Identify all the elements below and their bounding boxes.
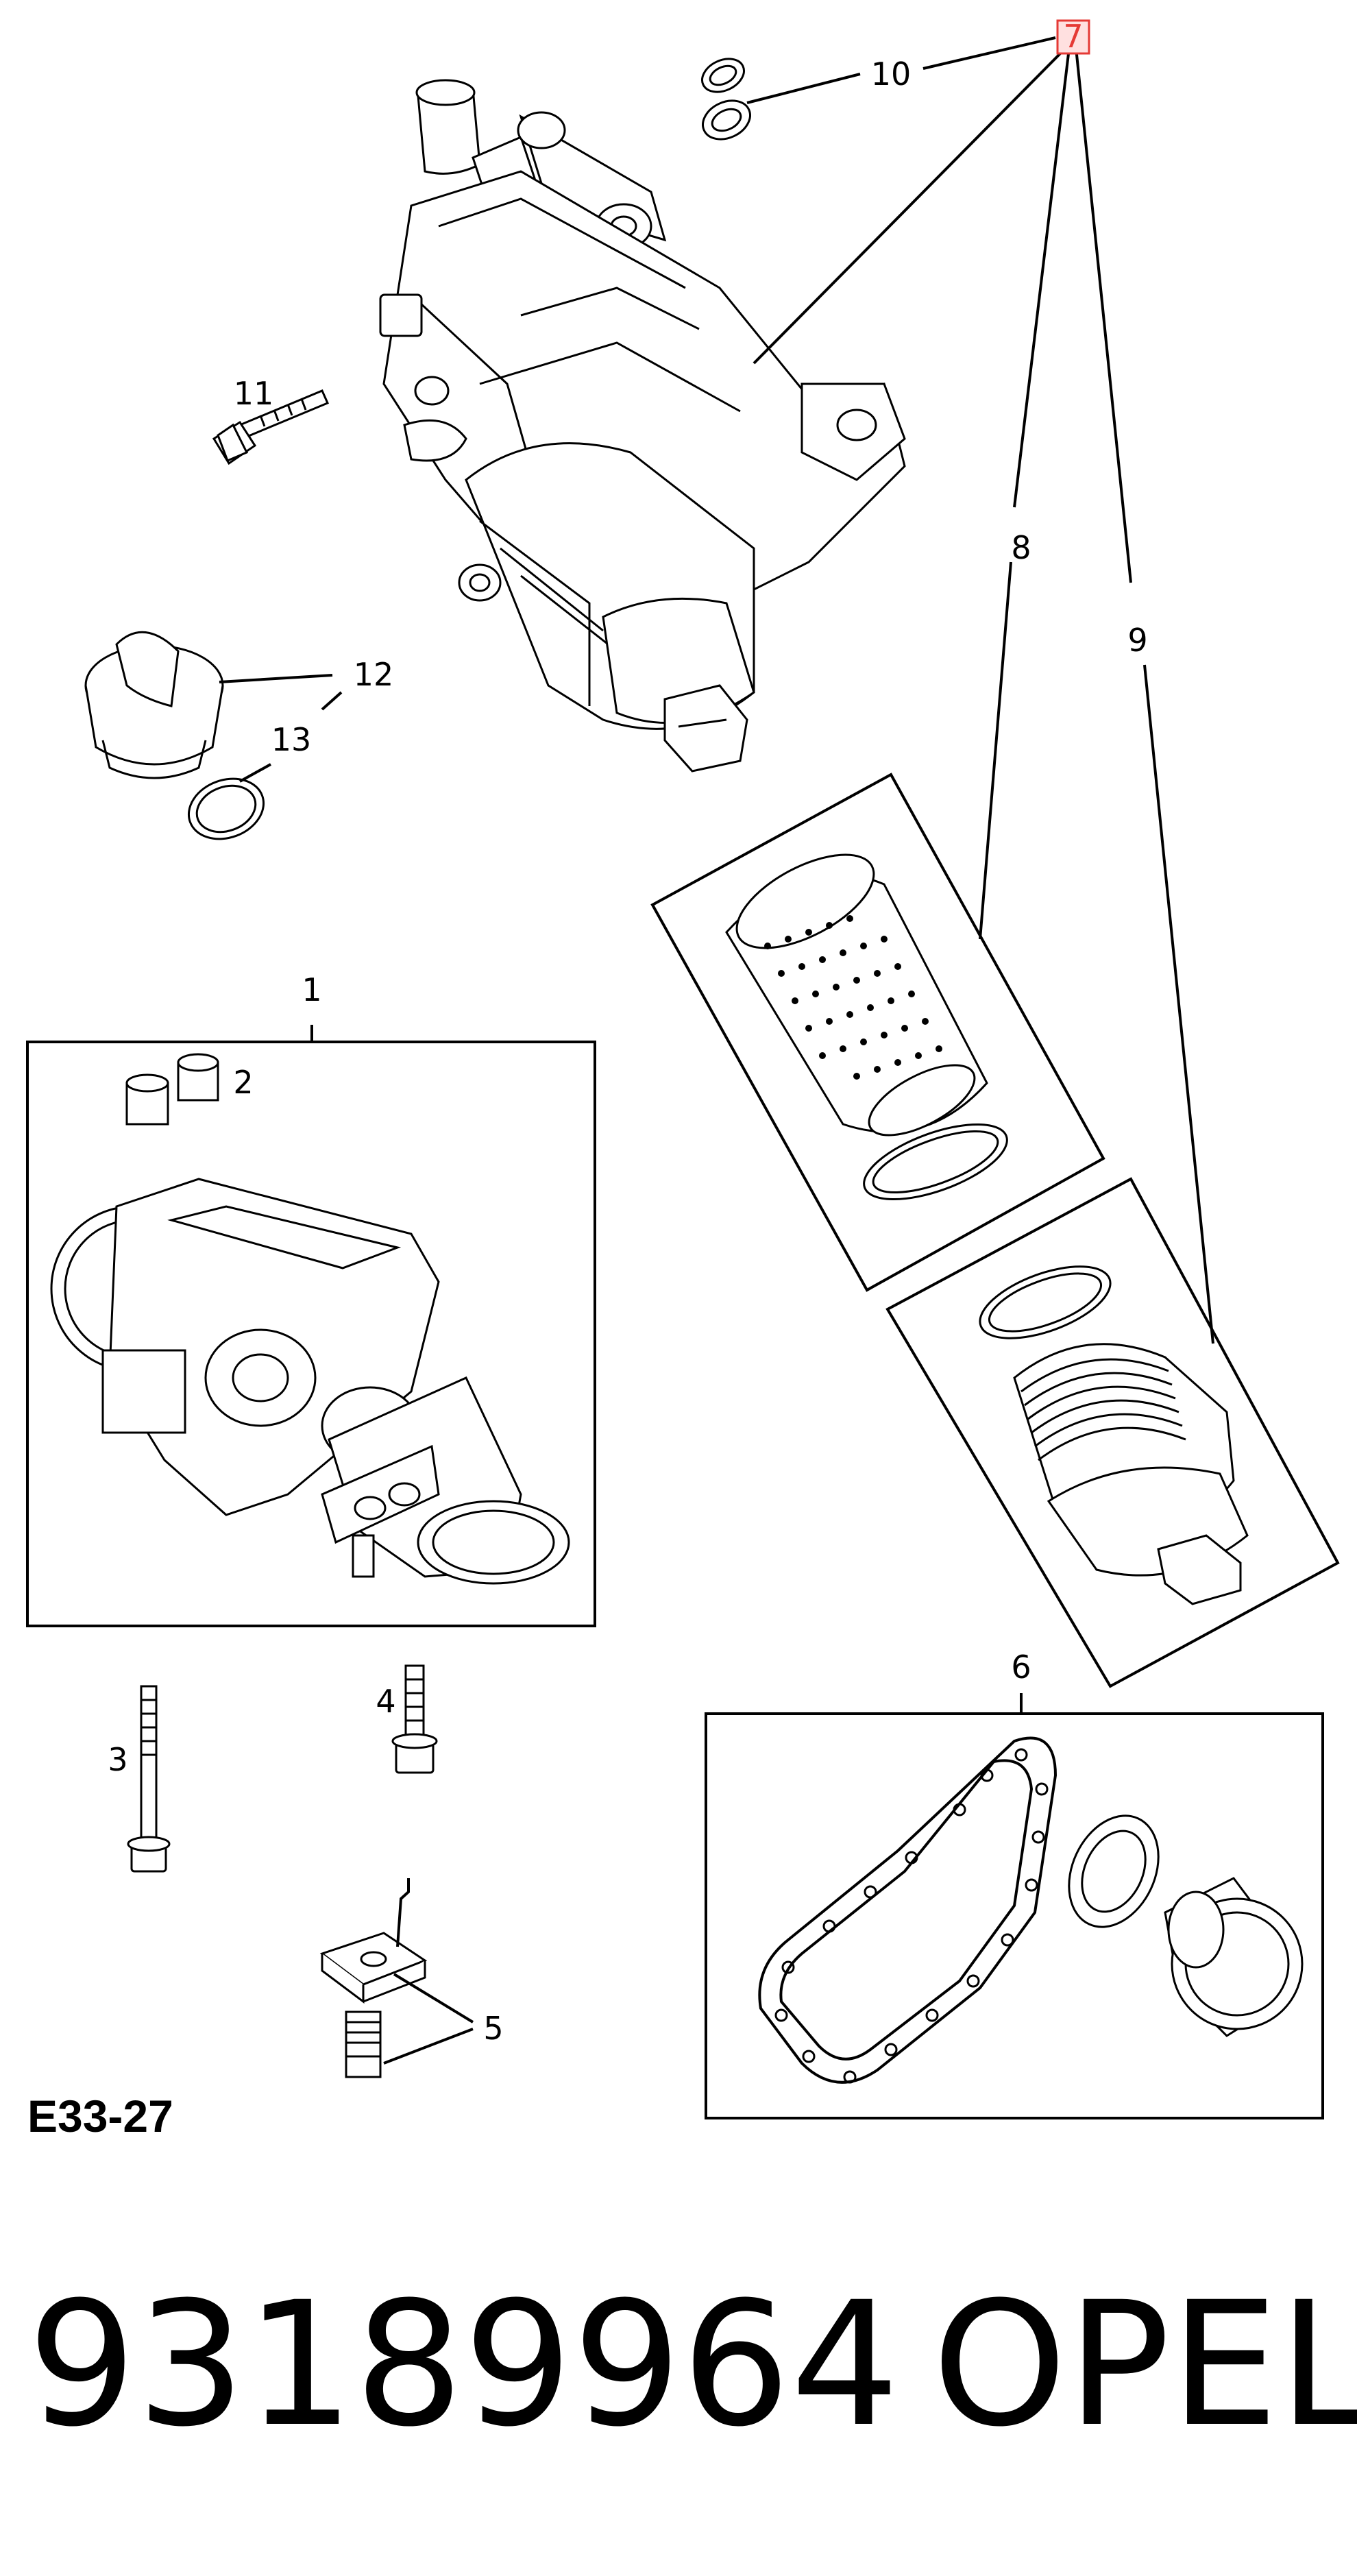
filter-cap-box xyxy=(885,1177,1340,1688)
callout-labels: 7 10 11 8 9 12 13 1 2 6 4 3 5 E33-27 xyxy=(27,18,1148,2141)
callout-9: 9 xyxy=(1127,622,1147,659)
bushings-2-illustration xyxy=(125,1053,219,1126)
callout-12: 12 xyxy=(354,656,394,693)
callout-3: 3 xyxy=(108,1741,127,1778)
footer: 93189964 OPEL xyxy=(0,2262,1357,2468)
parts-diagram: 7 10 11 8 9 12 13 1 2 6 4 3 5 E33-27 xyxy=(26,18,1340,2141)
highlight-box-7 xyxy=(1056,19,1090,55)
part-number: 93189964 xyxy=(27,2265,900,2464)
callout-2: 2 xyxy=(233,1064,253,1101)
bolt-11-illustration xyxy=(212,389,329,465)
callout-11: 11 xyxy=(234,375,274,412)
callout-13: 13 xyxy=(271,721,312,758)
callout-1: 1 xyxy=(302,971,321,1008)
o-ring-13-illustration xyxy=(187,777,265,840)
callout-10: 10 xyxy=(871,56,912,93)
callout-4: 4 xyxy=(376,1683,395,1720)
filler-cap-12-illustration xyxy=(84,631,224,779)
oil-pump-box xyxy=(26,1041,596,1627)
callout-8: 8 xyxy=(1011,529,1031,566)
valve-5-illustration xyxy=(319,1878,428,2078)
leader-lines xyxy=(219,36,1214,2065)
seal-ring-10-illustration xyxy=(701,58,751,141)
callout-7: 7 xyxy=(1063,18,1083,55)
filter-element-box xyxy=(650,773,1105,1292)
oil-filter-housing-illustration xyxy=(379,79,906,773)
diagram-code: E33-27 xyxy=(27,2091,173,2141)
bolt-4-illustration xyxy=(391,1664,438,1774)
timing-chain-box xyxy=(705,1712,1324,2119)
callout-6: 6 xyxy=(1011,1649,1031,1686)
bolt-3-illustration xyxy=(127,1685,171,1873)
callout-5: 5 xyxy=(483,2010,503,2047)
brand-name: OPEL xyxy=(932,2265,1357,2464)
